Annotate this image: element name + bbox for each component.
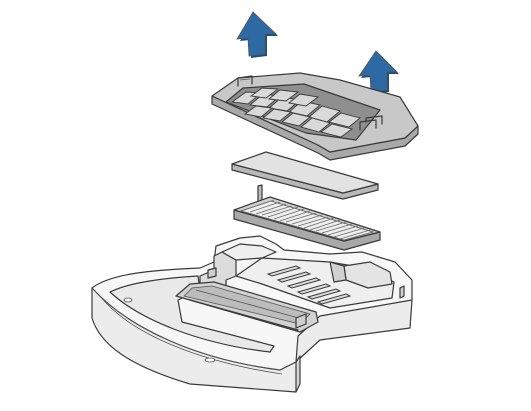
filter-cover bbox=[211, 72, 419, 161]
cover-grid bbox=[230, 87, 361, 138]
arrow-up-left bbox=[236, 11, 278, 58]
pre-filter bbox=[231, 151, 379, 200]
pleated-filter bbox=[233, 184, 381, 251]
inner-ribs bbox=[266, 265, 352, 305]
pleats bbox=[243, 199, 371, 240]
dust-bin bbox=[91, 235, 413, 393]
